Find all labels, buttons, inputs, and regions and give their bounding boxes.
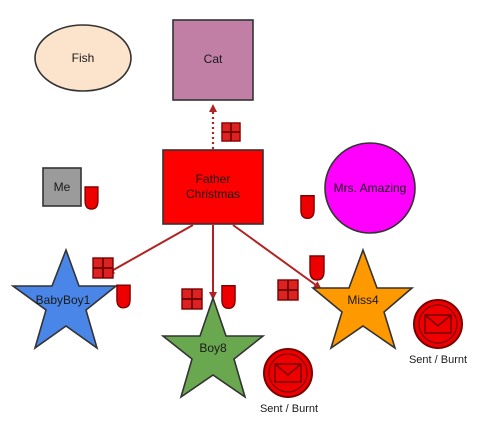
stocking-icon	[84, 186, 99, 210]
miss4-node[interactable]: Miss4	[310, 247, 415, 350]
babyboy1-label: BabyBoy1	[36, 293, 91, 307]
fish-label: Fish	[72, 51, 95, 65]
gift-icon	[221, 122, 241, 142]
father-christmas-label-line1: Father	[196, 172, 231, 186]
me-node[interactable]: Me	[42, 167, 82, 207]
gift-icon	[181, 288, 203, 310]
boy8-node[interactable]: Boy8	[160, 295, 266, 399]
mrs-amazing-label: Mrs. Amazing	[334, 181, 407, 195]
babyboy1-node[interactable]: BabyBoy1	[10, 247, 119, 350]
cat-node[interactable]: Cat	[172, 19, 254, 101]
envelope-icon[interactable]	[263, 348, 313, 398]
gift-icon	[277, 279, 299, 301]
boy8-status: Sent / Burnt	[260, 403, 318, 415]
miss4-label: Miss4	[347, 293, 379, 307]
father-christmas-label-line2: Christmas	[186, 187, 240, 201]
gift-icon	[92, 257, 114, 279]
fish-node[interactable]: Fish	[34, 24, 132, 92]
father-christmas-node[interactable]: Father Christmas	[162, 149, 264, 225]
boy8-label: Boy8	[199, 341, 227, 355]
stocking-icon	[309, 255, 325, 281]
mrs-amazing-node[interactable]: Mrs. Amazing	[324, 142, 416, 234]
miss4-status: Sent / Burnt	[409, 354, 467, 366]
stocking-icon	[116, 284, 131, 309]
me-label: Me	[54, 180, 71, 194]
stocking-icon	[221, 284, 236, 310]
father-to-babyboy1-arrow	[106, 224, 194, 274]
stocking-icon	[300, 194, 315, 220]
father-to-miss4-arrow	[232, 224, 322, 290]
cat-label: Cat	[204, 52, 223, 66]
envelope-icon[interactable]	[413, 299, 463, 349]
